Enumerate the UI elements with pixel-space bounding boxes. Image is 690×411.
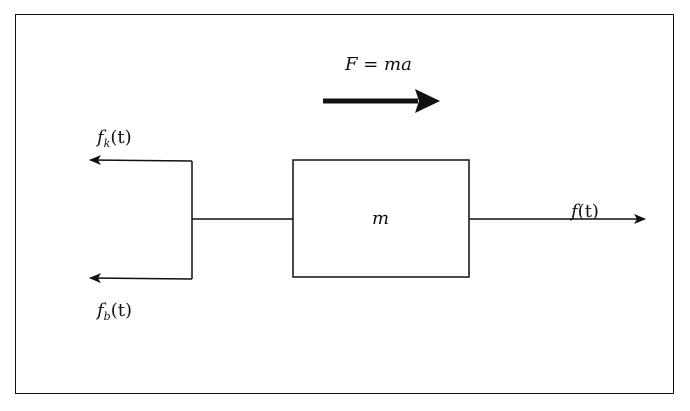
spring-force-label: fk(t): [97, 127, 132, 150]
damper-force-sub: b: [103, 310, 111, 323]
damper-force-arg: (t): [110, 300, 132, 321]
equation-lhs: F: [345, 54, 358, 75]
acceleration-arrow: [323, 89, 440, 113]
applied-force-label: f(t): [571, 203, 599, 221]
damper-force-base: f: [97, 300, 104, 321]
diagram-frame: [15, 14, 674, 394]
damper-force-label: fb(t): [97, 300, 132, 323]
equation-rhs: ma: [384, 54, 412, 75]
spring-force-sub: k: [103, 137, 111, 150]
applied-force-arg: (t): [577, 201, 599, 222]
applied-force-base: f: [571, 201, 578, 222]
damper-force-arrow: [89, 273, 193, 284]
spring-force-base: f: [97, 127, 104, 148]
newton-equation: F = ma: [345, 56, 412, 74]
spring-force-arrow: [89, 155, 193, 166]
spring-force-arg: (t): [110, 127, 132, 148]
mass-label: m: [372, 208, 390, 229]
equation-equals: =: [357, 54, 385, 75]
